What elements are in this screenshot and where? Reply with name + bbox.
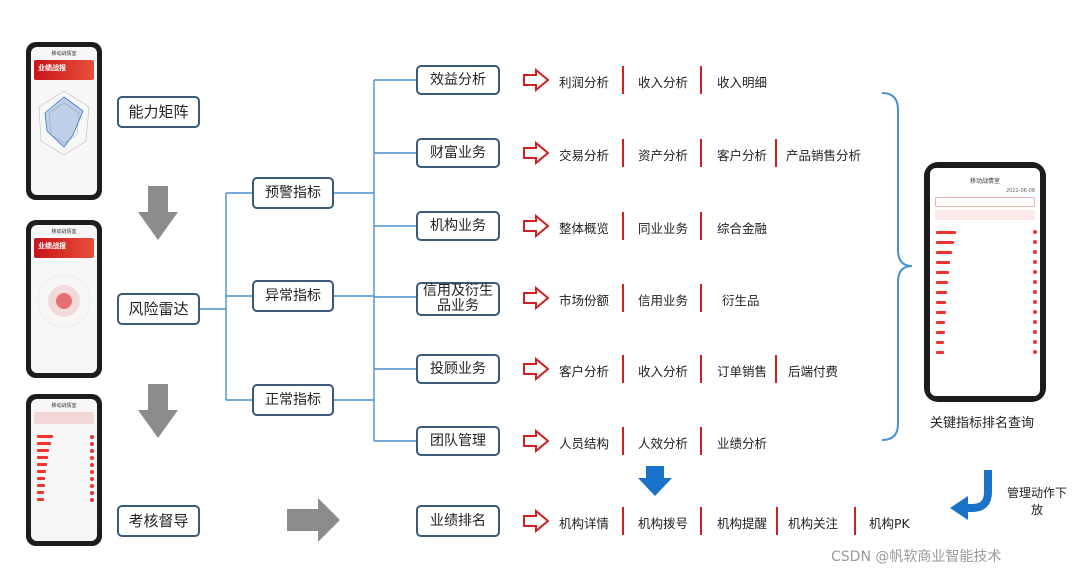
category-benefit-analysis: 效益分析	[416, 65, 500, 95]
item-org-pk: 机构PK	[869, 516, 910, 531]
item-profit-analysis: 利润分析	[559, 75, 610, 90]
node-risk-radar: 风险雷达	[117, 293, 200, 325]
left-connectors	[200, 79, 416, 442]
category-wealth-business: 财富业务	[416, 138, 500, 168]
item-integrated-finance: 综合金融	[717, 221, 768, 236]
item-org-remind: 机构提醒	[717, 516, 768, 531]
phone-ranking-list	[930, 223, 1040, 357]
phone-tabs	[34, 412, 94, 424]
red-arrow-icon	[523, 141, 550, 165]
item-org-detail: 机构详情	[559, 516, 610, 531]
node-abnormal-indicator: 异常指标	[252, 280, 334, 312]
item-staff-structure: 人员结构	[559, 436, 610, 451]
phone-banner: 业绩战报	[34, 238, 94, 258]
node-assessment: 考核督导	[117, 505, 200, 537]
phone-risk-radar: 移动战情室 业绩战报	[26, 220, 102, 378]
category-performance-ranking: 业绩排名	[416, 505, 500, 537]
gray-down-arrows	[138, 186, 178, 438]
phone-key-indicator-ranking: 移动战情室 2022-06-08	[924, 162, 1046, 402]
item-credit-business: 信用业务	[638, 293, 689, 308]
category-credit-derivatives: 信用及衍生品业务	[416, 282, 500, 316]
item-performance-analysis: 业绩分析	[717, 436, 768, 451]
category-team-management: 团队管理	[416, 426, 500, 456]
category-advisory-business: 投顾业务	[416, 354, 500, 384]
item-org-dial: 机构拨号	[638, 516, 689, 531]
phone-notice	[935, 210, 1035, 220]
phone-capability-matrix: 移动战情室 业绩战报	[26, 42, 102, 200]
right-brace	[881, 92, 913, 441]
risk-radar-icon	[37, 274, 91, 328]
item-org-follow: 机构关注	[788, 516, 839, 531]
watermark: CSDN @帆软商业智能技术	[831, 549, 1002, 565]
gray-right-arrow	[287, 498, 340, 542]
node-warning-indicator: 预警指标	[252, 177, 334, 209]
item-overview: 整体概览	[559, 221, 610, 236]
blue-curved-arrow	[966, 470, 992, 512]
phone-title: 移动战情室	[51, 229, 77, 235]
phone-filter	[935, 197, 1035, 207]
item-backend-fee: 后端付费	[788, 364, 839, 379]
item-product-sales-analysis: 产品销售分析	[786, 148, 862, 163]
item-client-analysis: 客户分析	[717, 148, 768, 163]
item-derivatives: 衍生品	[722, 293, 760, 308]
phone-date: 2022-06-08	[1005, 188, 1035, 194]
item-trade-analysis: 交易分析	[559, 148, 610, 163]
red-arrow-icon	[523, 214, 550, 238]
radar-chart-icon	[38, 90, 90, 156]
phone-assessment: 移动战情室	[26, 394, 102, 546]
phone-title: 移动战情室	[969, 178, 1000, 185]
red-arrow-icon	[523, 357, 550, 381]
caption-management-action: 管理动作下 放	[1006, 486, 1067, 517]
node-capability-matrix: 能力矩阵	[117, 96, 200, 128]
item-market-share: 市场份额	[559, 293, 610, 308]
item-asset-analysis: 资产分析	[638, 148, 689, 163]
item-efficiency-analysis: 人效分析	[638, 436, 689, 451]
item-interbank: 同业业务	[638, 221, 689, 236]
phone-ranking-rows	[31, 427, 97, 503]
category-institution-business: 机构业务	[416, 211, 500, 241]
item-income-analysis: 收入分析	[638, 75, 689, 90]
item-client-analysis-2: 客户分析	[559, 364, 610, 379]
item-order-sales: 订单销售	[717, 364, 768, 379]
red-arrow-icon	[523, 429, 550, 453]
phone-title: 移动战情室	[51, 403, 77, 409]
blue-down-arrow	[638, 466, 672, 496]
item-income-detail: 收入明细	[717, 75, 768, 90]
red-arrow-icon	[523, 509, 550, 533]
caption-key-indicator-ranking: 关键指标排名查询	[930, 416, 1035, 431]
red-arrow-icon	[523, 286, 550, 310]
node-normal-indicator: 正常指标	[252, 384, 334, 416]
red-arrow-icon	[523, 68, 550, 92]
phone-title: 移动战情室	[51, 51, 77, 57]
item-income-analysis-2: 收入分析	[638, 364, 689, 379]
phone-banner: 业绩战报	[34, 60, 94, 80]
